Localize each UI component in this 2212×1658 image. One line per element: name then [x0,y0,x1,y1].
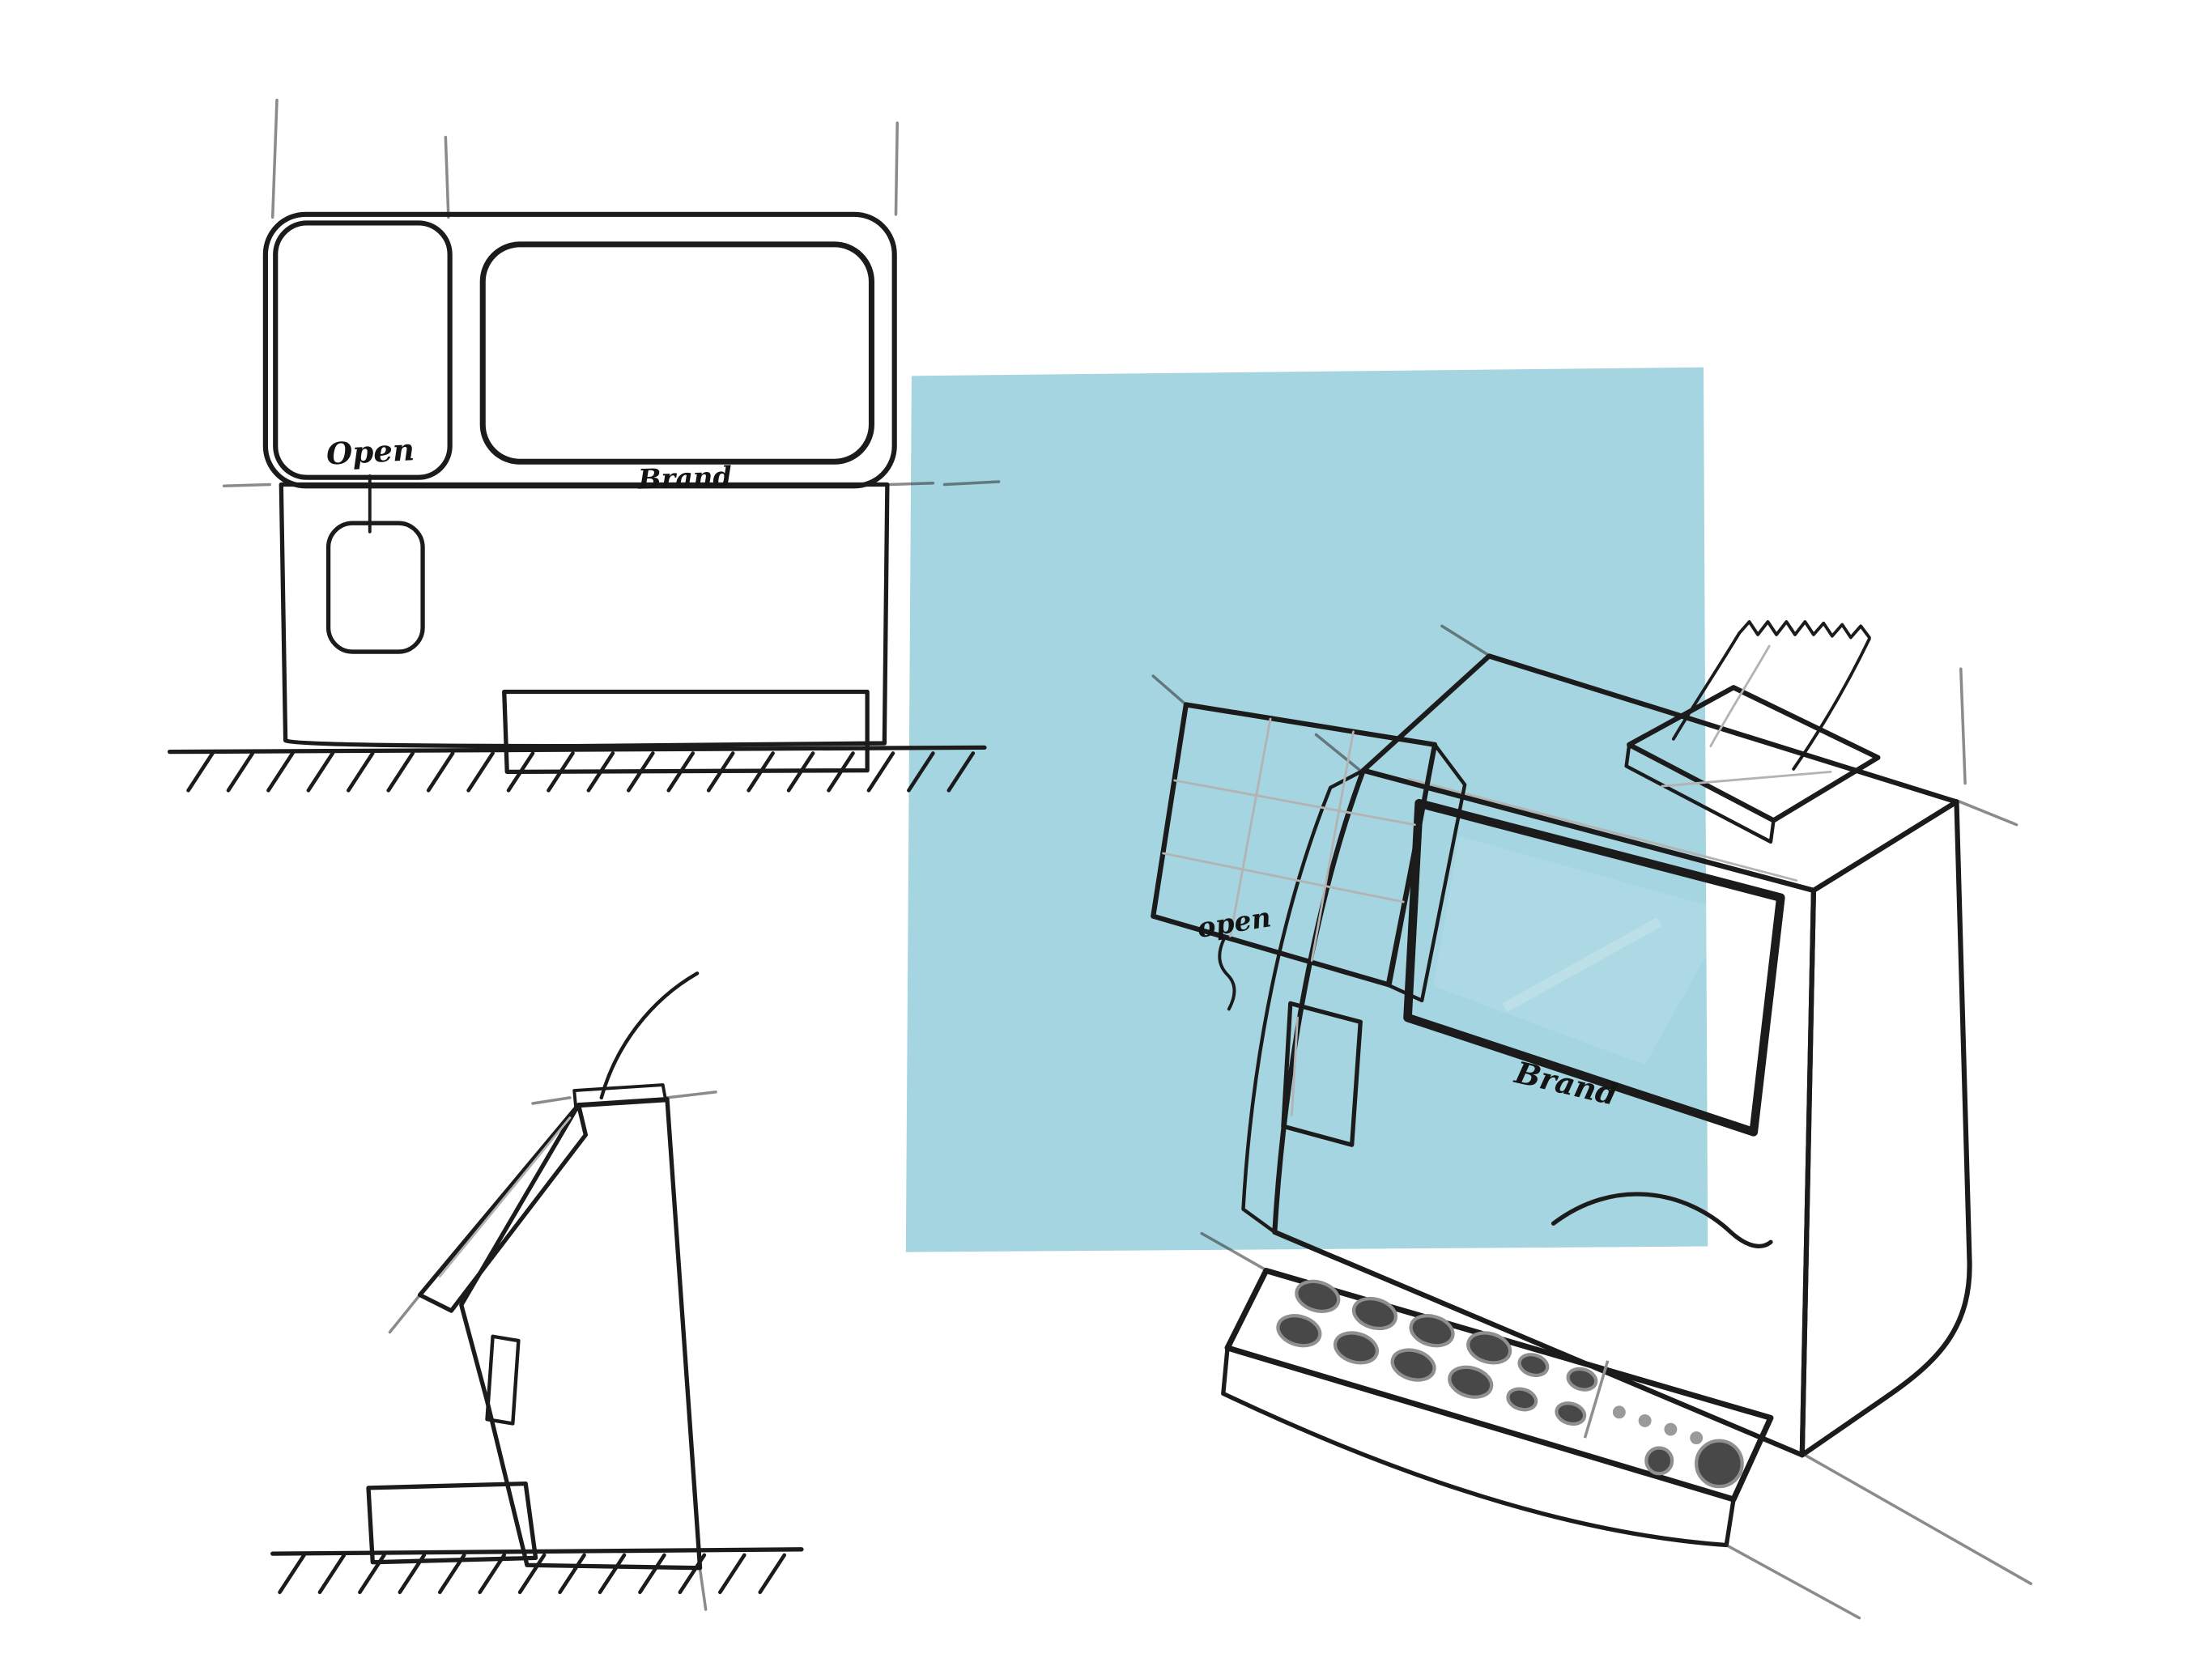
front-view: Open Brand [167,98,987,793]
receipt-torn-edge [1738,620,1871,640]
stray-sketch-dash [942,480,1001,487]
door-crease-grid [1162,717,1416,962]
backdrop-panel [905,367,1708,1252]
ground-line [167,745,987,755]
tray-front-face [1221,1346,1736,1548]
side-door-wedge [417,1103,588,1313]
side-lid-strip [572,1083,668,1108]
door-hinge-wire [1218,936,1236,1011]
dispenser-slab [502,689,870,775]
screen-sheen [1433,835,1731,1065]
construction-lines [388,1090,717,1611]
hopper-seam [1661,770,1832,788]
receipt-paper [1671,620,1871,771]
side-view [270,971,804,1611]
receipt-wire [599,971,700,1100]
front-open-label: Open [325,432,415,472]
tray-top-face [1224,1268,1774,1503]
persp-pod [1281,1001,1363,1147]
machine-top-unit [262,211,897,489]
top-face-seam [1407,777,1798,882]
door-crease [438,1116,572,1278]
screen-glare [1502,917,1662,1013]
side-base-block [366,1481,538,1565]
front-pod [325,521,425,654]
perspective-view: Brand open [1151,620,2033,1620]
side-body [459,1097,703,1571]
body-right-face [1799,799,1972,1458]
front-screen [479,241,874,465]
construction-lines [1151,624,2018,1271]
keypad-buttons [1276,1279,1744,1489]
swoosh-stroke [1551,1192,1773,1248]
body-top-face [1360,653,1959,894]
ground-line [270,1547,804,1556]
hatch-marks [278,1553,787,1595]
hopper-lid [1627,685,1881,823]
side-pod [485,1334,521,1426]
front-brand-label: Brand [637,461,733,495]
open-door-panel [1151,702,1438,988]
pod-highlight [1291,1016,1299,1116]
keypad-divider [1583,1360,1610,1439]
ground-hatching [278,1553,787,1595]
persp-screen [1403,798,1785,1137]
ground-shadow-lines [1725,1453,2033,1620]
construction-lines [222,98,935,488]
front-door-panel [273,220,453,480]
